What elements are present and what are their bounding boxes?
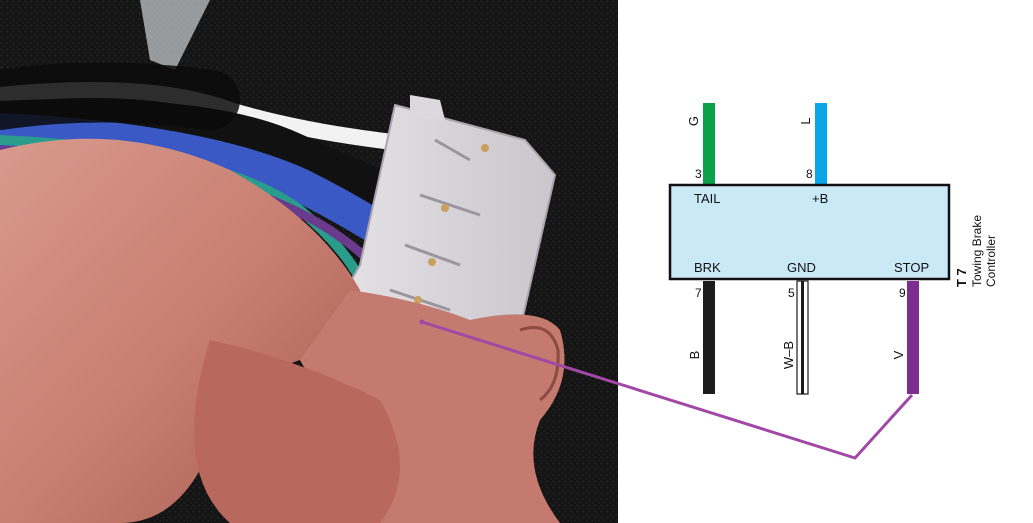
wire-code-w-b: W–B — [781, 341, 796, 369]
wire-sleeve — [0, 62, 240, 130]
pin-number-9: 9 — [899, 286, 906, 300]
wire-g — [703, 103, 715, 185]
component-name-line1: Towing Brake — [970, 215, 984, 287]
hand — [0, 138, 565, 523]
wire-code-v: V — [891, 350, 906, 359]
terminal-plus-b: +B — [812, 191, 828, 206]
wire-code-b: B — [687, 351, 702, 360]
component-box — [668, 183, 951, 281]
annotation-start-dot — [419, 319, 425, 325]
terminal-stop: STOP — [894, 260, 929, 275]
annotation-pointer-line — [421, 320, 914, 460]
terminal-gnd: GND — [787, 260, 816, 275]
pin-number-7: 7 — [695, 286, 702, 300]
wire-w-b — [796, 280, 809, 395]
wire-code-g: G — [686, 116, 701, 126]
pin-number-3: 3 — [695, 167, 702, 181]
pin-number-5: 5 — [788, 286, 795, 300]
terminal-tail: TAIL — [694, 191, 721, 206]
wire-b — [703, 281, 715, 394]
component-id: T 7 — [954, 268, 969, 287]
pin-number-8: 8 — [806, 167, 813, 181]
fabric-stripe — [140, 0, 210, 70]
wire-code-l: L — [798, 117, 813, 124]
wiring-diagram: G L 3 8 TAIL +B BRK GND STOP 7 5 9 B W–B… — [668, 103, 998, 395]
terminal-brk: BRK — [694, 260, 721, 275]
wire-l — [815, 103, 827, 185]
connector-photo — [0, 0, 618, 523]
component-name-line2: Controller — [984, 235, 998, 287]
wire-v — [907, 281, 919, 394]
